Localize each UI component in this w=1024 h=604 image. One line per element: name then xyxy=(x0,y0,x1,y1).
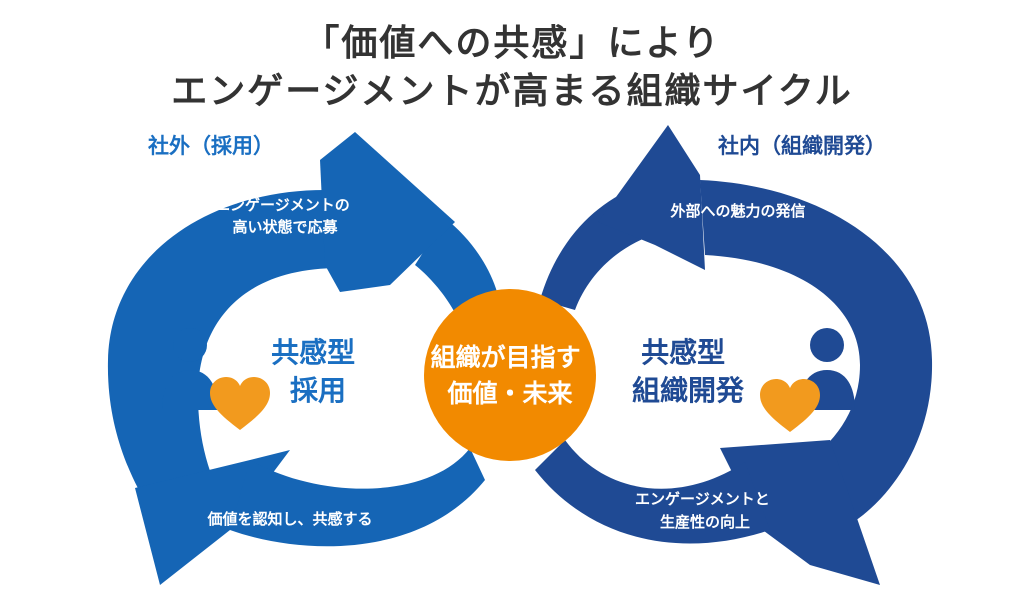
center-circle-label: 組織が目指す 価値・未来 xyxy=(431,343,590,408)
left-center-label: 共感型 採用 xyxy=(271,336,365,407)
right-top-arrowhead xyxy=(598,125,705,270)
left-loop xyxy=(107,132,503,585)
left-section-label: 社外（採用） xyxy=(148,134,274,158)
right-center-label-line2: 組織開発 xyxy=(632,374,745,407)
left-loop-ring xyxy=(107,189,341,528)
left-arrow-top-line1: エンゲージメントの xyxy=(215,196,350,214)
diagram-title-line1: 「価値への共感」により xyxy=(303,23,721,64)
right-loop xyxy=(535,125,933,585)
left-top-arrowhead xyxy=(320,132,455,292)
heart-icon-right xyxy=(760,379,820,432)
diagram-title-line2: エンゲージメントが高まる組織サイクル xyxy=(171,71,853,112)
person-icon-left xyxy=(162,328,218,410)
right-bottom-arrowhead xyxy=(720,440,880,585)
left-center-label-line1: 共感型 xyxy=(271,336,355,369)
left-arrow-top-text: エンゲージメントの 高い状態で応募 xyxy=(215,196,355,236)
right-arrow-bottom-text: エンゲージメントと 生産性の向上 xyxy=(635,490,775,531)
right-center-label-line1: 共感型 xyxy=(641,336,725,369)
right-center-label: 共感型 組織開発 xyxy=(632,336,745,407)
left-arrow-bottom-text: 価値を認知し、共感する xyxy=(206,510,372,528)
heart-icon-left xyxy=(210,377,270,430)
left-loop-bottom-band xyxy=(230,448,485,547)
right-arrow-bottom-line1: エンゲージメントと xyxy=(635,490,770,508)
center-circle xyxy=(424,289,596,461)
center-label-line2: 価値・未来 xyxy=(446,379,573,408)
right-arrow-top-text: 外部への魅力の発信 xyxy=(669,202,805,220)
right-section-label: 社内（組織開発） xyxy=(718,134,886,158)
center-label-line1: 組織が目指す xyxy=(431,343,581,372)
left-center-label-line2: 採用 xyxy=(290,374,346,407)
left-arrow-top-line2: 高い状態で応募 xyxy=(232,218,338,236)
right-loop-bottom-band xyxy=(535,440,770,544)
left-arrow-bottom-line: 価値を認知し、共感する xyxy=(206,510,372,528)
right-arrow-top-line: 外部への魅力の発信 xyxy=(669,202,805,220)
right-loop-ring xyxy=(700,180,933,530)
right-arrow-bottom-line2: 生産性の向上 xyxy=(660,513,750,531)
